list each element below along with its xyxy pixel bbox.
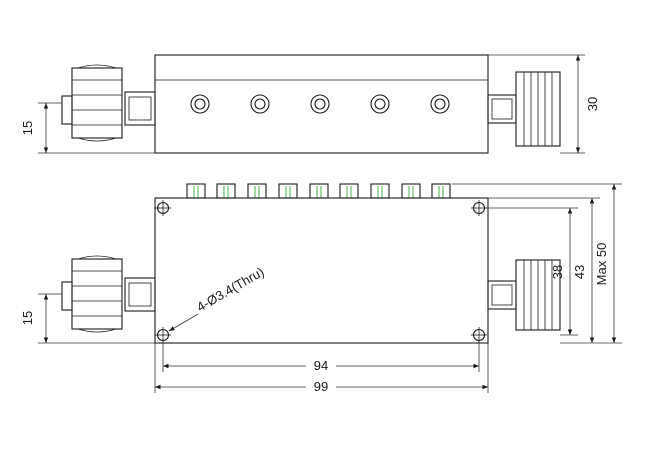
dim-bottom-connector: 15 [20, 293, 155, 344]
top-view: 30 15 [20, 54, 600, 154]
hole-callout: 4-Ø3.4(Thru) [194, 264, 267, 315]
dim-label-38: 38 [550, 265, 565, 279]
dim-label-43: 43 [572, 265, 587, 279]
dim-body-height: 43 [488, 197, 600, 344]
top-right-connector [487, 71, 561, 147]
bottom-body [154, 197, 489, 344]
dim-label-15-top: 15 [20, 121, 35, 135]
top-tuning-screws [190, 94, 450, 114]
dim-label-max50: Max 50 [594, 243, 609, 286]
dim-label-15-bottom: 15 [20, 311, 35, 325]
dim-label-99: 99 [314, 379, 328, 394]
bottom-right-connector [487, 259, 561, 331]
dim-hole-spacing-v: 38 [485, 207, 578, 336]
dim-label-94: 94 [314, 358, 328, 373]
top-left-connector [61, 64, 156, 142]
mounting-holes [155, 200, 487, 343]
dim-label-30: 30 [585, 97, 600, 111]
bottom-left-connector [61, 255, 156, 333]
dim-max-height: Max 50 [452, 183, 622, 344]
bottom-tuning-screws [186, 183, 451, 199]
dim-hole-spacing-h: 94 [162, 341, 480, 373]
hole-annotation: 4-Ø3.4(Thru) [168, 264, 267, 332]
dim-top-height: 30 [488, 54, 600, 154]
bottom-view: 4-Ø3.4(Thru) 15 38 43 Max 50 [20, 183, 622, 394]
dim-top-connector: 15 [20, 102, 155, 154]
dim-body-length: 99 [154, 343, 489, 394]
